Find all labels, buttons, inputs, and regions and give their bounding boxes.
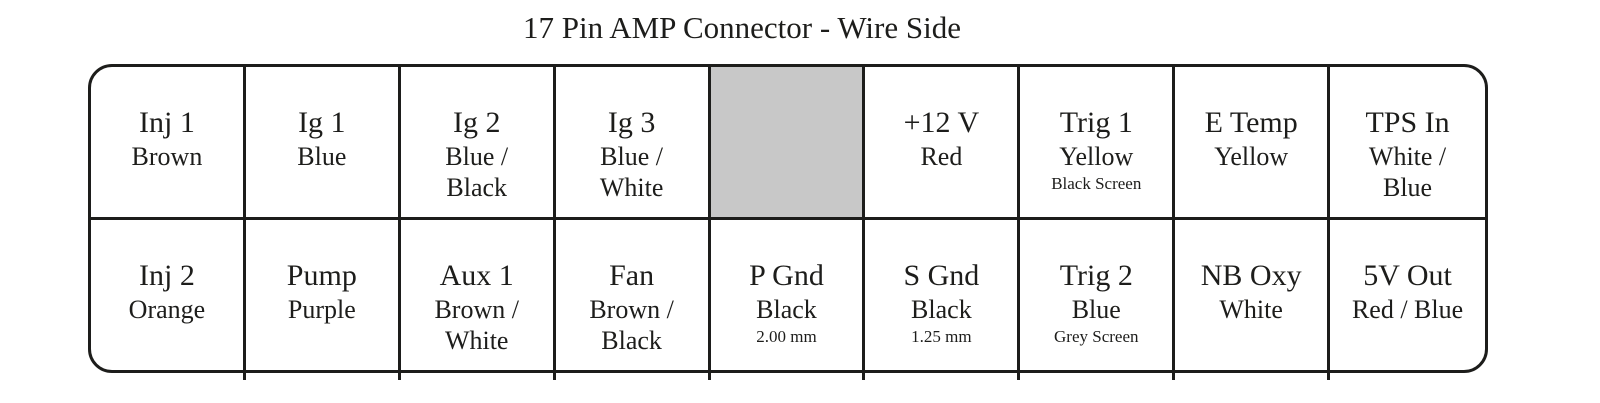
pin-cell-ig-2: Ig 2 Blue / Black — [401, 67, 556, 217]
pin-wire-color: White — [1219, 295, 1283, 324]
pin-cell-pump: Pump Purple — [246, 220, 401, 380]
pin-cell-blank — [710, 67, 866, 217]
pin-wire-color: Black — [911, 295, 972, 324]
pin-name: +12 V — [903, 106, 980, 139]
pin-cell-e-temp: E Temp Yellow — [1175, 67, 1331, 217]
pin-cell-fan: Fan Brown / Black — [556, 220, 711, 380]
pin-name: P Gnd — [749, 259, 824, 292]
pin-name: Inj 2 — [139, 259, 195, 292]
pin-name: Fan — [609, 259, 655, 292]
pin-name: TPS In — [1365, 106, 1450, 139]
pin-name: Trig 2 — [1059, 259, 1133, 292]
pin-cell-12v: +12 V Red — [865, 67, 1021, 217]
connector-pinout-table: Inj 1 Brown Ig 1 Blue Ig 2 Blue / Black … — [88, 64, 1488, 380]
pin-name: Pump — [286, 259, 357, 292]
pin-cell-inj-1: Inj 1 Brown — [91, 67, 246, 217]
pin-cell-s-gnd: S Gnd Black 1.25 mm — [865, 220, 1021, 380]
pin-name: Trig 1 — [1059, 106, 1133, 139]
pin-wire-color: Brown / White — [434, 295, 519, 355]
pin-wire-color: Brown / Black — [589, 295, 674, 355]
pin-wire-color: Purple — [287, 295, 356, 324]
pin-wire-color: Orange — [128, 295, 206, 324]
pin-wire-color: Blue / Black — [445, 142, 509, 202]
pin-wire-color: Red — [920, 142, 963, 171]
pin-wire-color: Yellow — [1059, 142, 1134, 171]
pin-name: S Gnd — [903, 259, 980, 292]
pin-cell-nb-oxy: NB Oxy White — [1175, 220, 1331, 380]
pin-row-bottom: Inj 2 Orange Pump Purple Aux 1 Brown / W… — [91, 220, 1485, 380]
pin-name: Inj 1 — [139, 106, 195, 139]
pin-wire-color: Blue / White — [599, 142, 664, 202]
pin-cell-trig-1: Trig 1 Yellow Black Screen — [1020, 67, 1176, 217]
pin-wire-color: Yellow — [1214, 142, 1289, 171]
pin-name: NB Oxy — [1200, 259, 1302, 292]
pin-cell-5v-out: 5V Out Red / Blue — [1330, 220, 1485, 370]
pin-note: Black Screen — [1051, 174, 1142, 193]
pin-name: Ig 3 — [607, 106, 656, 139]
pin-cell-aux-1: Aux 1 Brown / White — [401, 220, 556, 380]
pin-wire-color: Blue — [297, 142, 347, 171]
pin-name: Ig 1 — [298, 106, 346, 139]
pin-wire-color: Red / Blue — [1351, 295, 1464, 324]
pin-wire-color: White / Blue — [1368, 142, 1447, 202]
pin-cell-ig-3: Ig 3 Blue / White — [556, 67, 711, 217]
diagram-title: 17 Pin AMP Connector - Wire Side — [523, 10, 961, 45]
pin-cell-p-gnd: P Gnd Black 2.00 mm — [711, 220, 866, 380]
pin-wire-color: Brown — [131, 142, 203, 171]
pin-name: 5V Out — [1363, 259, 1452, 292]
pin-cell-tps-in: TPS In White / Blue — [1330, 67, 1485, 217]
pin-name: E Temp — [1204, 106, 1298, 139]
pin-name: Ig 2 — [452, 106, 501, 139]
pin-note: 1.25 mm — [911, 327, 972, 346]
pin-cell-trig-2: Trig 2 Blue Grey Screen — [1020, 220, 1176, 380]
pin-wire-color: Blue — [1071, 295, 1121, 324]
pin-row-top: Inj 1 Brown Ig 1 Blue Ig 2 Blue / Black … — [91, 67, 1485, 220]
pin-note: 2.00 mm — [756, 327, 817, 346]
pin-name: Aux 1 — [439, 259, 514, 292]
pin-cell-ig-1: Ig 1 Blue — [246, 67, 401, 217]
pin-note: Grey Screen — [1054, 327, 1139, 346]
pin-wire-color: Black — [756, 295, 817, 324]
pin-cell-inj-2: Inj 2 Orange — [91, 220, 246, 380]
